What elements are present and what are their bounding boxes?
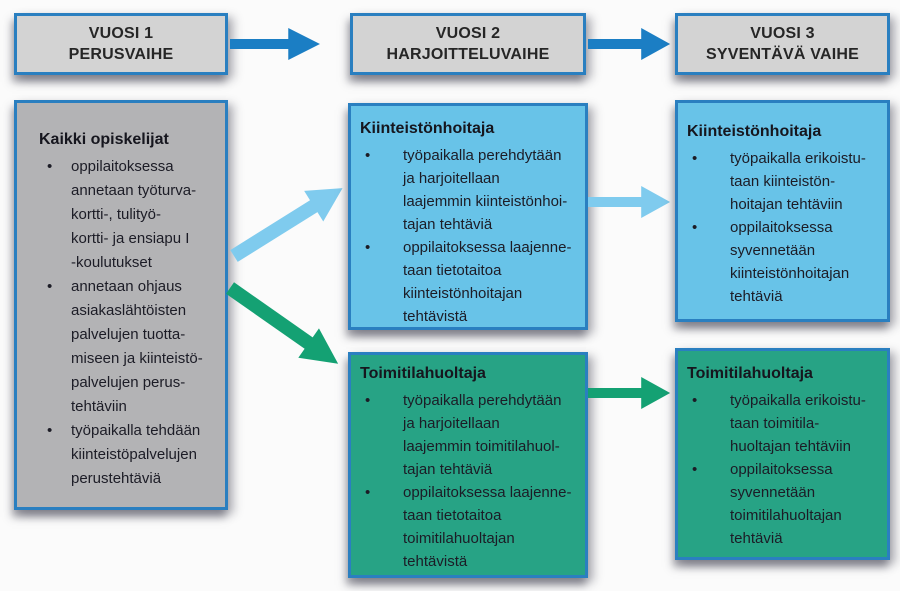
header-box-year1: VUOSI 1 PERUSVAIHE [14,13,228,75]
arrow-up-right-icon-to-kiinteistonhoitaja [230,188,343,262]
bullet-icon: • [365,239,371,256]
bullet-icon: • [365,147,371,164]
bullet-text: oppilaitoksessa syvennetään kiinteistönh… [730,219,850,305]
list-item: • oppilaitoksessa laajenne- taan tietota… [360,481,579,573]
arrow-right-icon-kiinteistonhoitaja-y2-to-y3 [588,186,671,218]
bullet-text: työpaikalla erikoistu- taan toimitila- h… [730,392,866,455]
box-all-students: Kaikki opiskelijat • oppilaitoksessa ann… [14,100,228,510]
box-kiinteistonhoitaja-year2: Kiinteistönhoitaja • työpaikalla perehdy… [348,103,588,330]
list-item: • oppilaitoksessa syvennetään toimitilah… [687,458,881,550]
list-item: • oppilaitoksessa syvennetään kiinteistö… [687,216,881,308]
box-kiinteistonhoitaja-year3: Kiinteistönhoitaja • työpaikalla erikois… [675,100,890,322]
header-box-year2: VUOSI 2 HARJOITTELUVAIHE [350,13,586,75]
bullet-text: oppilaitoksessa laajenne- taan tietotait… [403,239,572,325]
header-box-year3: VUOSI 3 SYVENTÄVÄ VAIHE [675,13,890,75]
box-toimitilahuoltaja-year2-title: Toimitilahuoltaja [360,365,486,382]
bullet-text: työpaikalla erikoistu- taan kiinteistön-… [730,150,866,213]
list-item: • työpaikalla perehdytään ja harjoitella… [360,144,579,236]
header-year1-line2: PERUSVAIHE [68,46,174,63]
list-item: • työpaikalla erikoistu- taan kiinteistö… [687,147,881,216]
list-item: • työpaikalla perehdytään ja harjoitella… [360,389,579,481]
box-toimitilahuoltaja-year3: Toimitilahuoltaja • työpaikalla erikoist… [675,348,890,560]
bullet-icon: • [47,278,53,295]
box-toimitilahuoltaja-year3-title: Toimitilahuoltaja [687,365,813,382]
list-item: • oppilaitoksessa laajenne- taan tietota… [360,236,579,328]
bullet-text: työpaikalla perehdytään ja harjoitellaan… [403,392,562,478]
bullet-text: työpaikalla perehdytään ja harjoitellaan… [403,147,568,233]
header-year2-line1: VUOSI 2 [435,25,501,42]
box-kiinteistonhoitaja-year2-title: Kiinteistönhoitaja [360,120,495,137]
bullet-icon: • [365,484,371,501]
header-year3-line2: SYVENTÄVÄ VAIHE [706,46,859,63]
header-year2-line2: HARJOITTELUVAIHE [386,46,550,63]
arrow-right-icon-year1-to-year2 [230,28,320,60]
bullet-icon: • [692,461,698,478]
bullet-text: työpaikalla tehdään kiinteistöpalvelujen… [71,422,201,487]
list-item: • oppilaitoksessa annetaan työturva- kor… [39,155,215,275]
bullet-text: oppilaitoksessa syvennetään toimitilahuo… [730,461,842,547]
bullet-icon: • [692,219,698,236]
list-item: • annetaan ohjaus asiakaslähtöisten palv… [39,275,215,419]
box-all-students-title: Kaikki opiskelijat [39,131,169,148]
bullet-icon: • [47,422,53,439]
box-toimitilahuoltaja-year2: Toimitilahuoltaja • työpaikalla perehdyt… [348,352,588,578]
bullet-icon: • [47,158,53,175]
arrow-right-icon-toimitilahuoltaja-y2-to-y3 [588,377,671,409]
bullet-text: oppilaitoksessa annetaan työturva- kortt… [71,158,197,271]
list-item: • työpaikalla tehdään kiinteistöpalveluj… [39,419,215,491]
bullet-icon: • [692,392,698,409]
header-year1-line1: VUOSI 1 [88,25,154,42]
bullet-icon: • [692,150,698,167]
arrow-down-right-icon-to-toimitilahuoltaja [225,282,339,364]
bullet-text: oppilaitoksessa laajenne- taan tietotait… [403,484,572,570]
list-item: • työpaikalla erikoistu- taan toimitila-… [687,389,881,458]
arrow-right-icon-year2-to-year3 [588,28,671,60]
header-year3-line1: VUOSI 3 [750,25,815,42]
bullet-text: annetaan ohjaus asiakaslähtöisten palvel… [71,278,203,415]
bullet-icon: • [365,392,371,409]
box-kiinteistonhoitaja-year3-title: Kiinteistönhoitaja [687,123,822,140]
